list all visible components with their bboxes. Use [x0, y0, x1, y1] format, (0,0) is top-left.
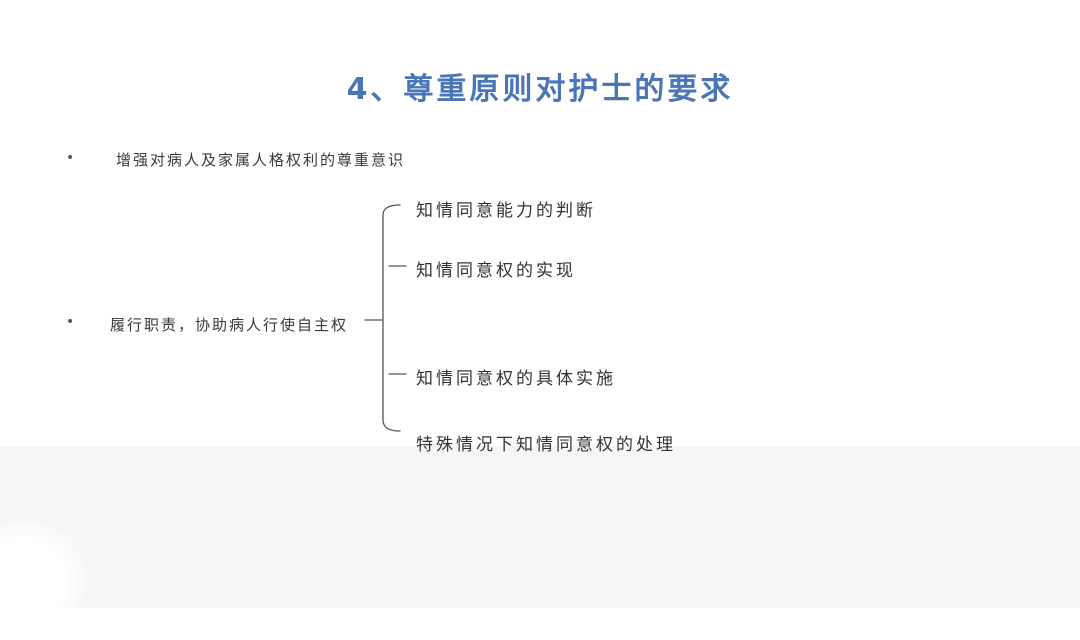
branch-special-cases: 特殊情况下知情同意权的处理: [416, 435, 676, 455]
branch-consent-realization: 知情同意权的实现: [416, 261, 576, 281]
bullet-point-1: •: [66, 150, 75, 166]
brace-connector: [364, 204, 407, 432]
footer-band: [0, 446, 1080, 608]
point-autonomy: 履行职责，协助病人行使自主权: [110, 316, 349, 334]
branch-capacity-judgment: 知情同意能力的判断: [416, 201, 596, 221]
point-respect-awareness: 增强对病人及家属人格权利的尊重意识: [116, 151, 406, 169]
branch-consent-implementation: 知情同意权的具体实施: [416, 369, 616, 389]
slide-title: 4、尊重原则对护士的要求: [346, 72, 734, 107]
bullet-point-2: •: [66, 314, 75, 330]
